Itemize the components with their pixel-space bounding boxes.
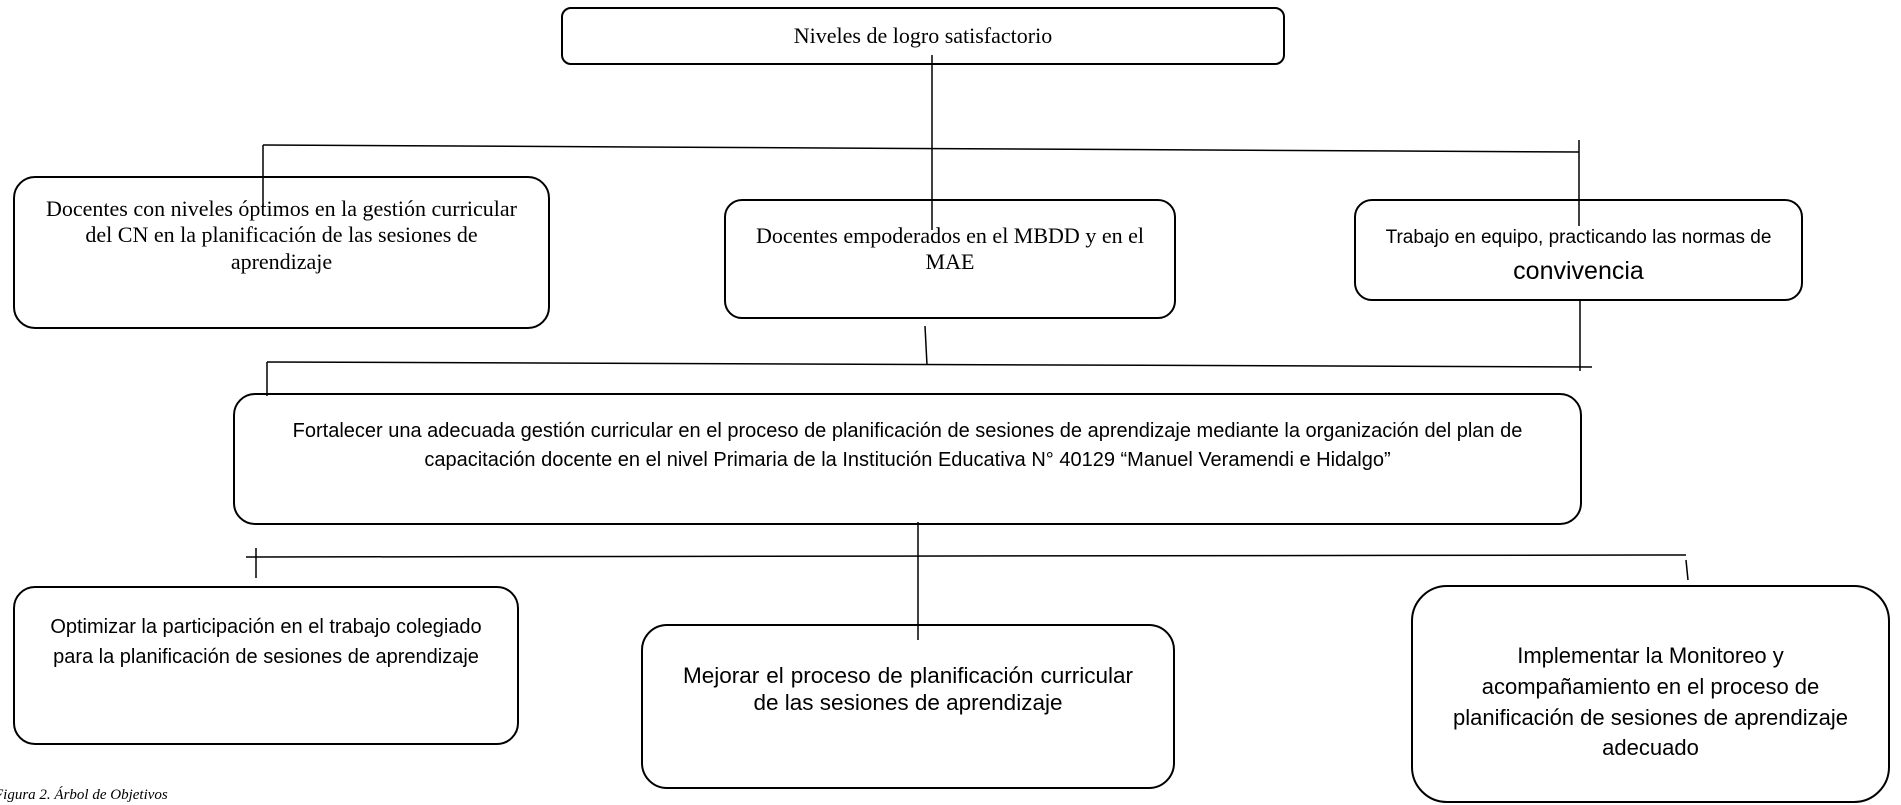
node-effect-right: Trabajo en equipo, practicando las norma… <box>1354 199 1803 301</box>
connector-lower-bar <box>245 554 1687 558</box>
node-effect-middle: Docentes empoderados en el MBDD y en el … <box>724 199 1176 319</box>
node-central-objective-text: Fortalecer una adecuada gestión curricul… <box>292 420 1523 471</box>
node-central-objective: Fortalecer una adecuada gestión curricul… <box>233 393 1582 525</box>
connector-upper-bar <box>262 144 1580 153</box>
node-means-middle-text: Mejorar el proceso de planificación curr… <box>683 663 1133 715</box>
node-means-right: Implementar la Monitoreo y acompañamient… <box>1411 585 1890 803</box>
node-effect-right-text-part1: Trabajo en equipo, practicando las norma… <box>1385 227 1772 248</box>
node-effect-middle-text: Docentes empoderados en el MBDD y en el … <box>756 223 1144 275</box>
node-effect-right-text-part2: convivencia <box>1513 257 1644 286</box>
node-means-left-text: Optimizar la participación en el trabajo… <box>50 616 482 668</box>
node-top-goal-text: Niveles de logro satisfactorio <box>793 23 1053 48</box>
connector-lower-right-drop <box>1685 559 1689 581</box>
node-means-right-text: Implementar la Monitoreo y acompañamient… <box>1452 643 1849 761</box>
node-means-left: Optimizar la participación en el trabajo… <box>13 586 519 745</box>
node-effect-right-text: Trabajo en equipo, practicando las norma… <box>1376 223 1781 291</box>
node-effect-left-text: Docentes con niveles óptimos en la gesti… <box>45 196 518 274</box>
node-means-middle: Mejorar el proceso de planificación curr… <box>641 624 1175 789</box>
node-effect-left: Docentes con niveles óptimos en la gesti… <box>13 176 550 329</box>
connector-middle-bar <box>266 361 1593 368</box>
connector-mid-riser <box>924 325 928 366</box>
node-top-goal: Niveles de logro satisfactorio <box>561 7 1285 65</box>
figure-caption: Figura 2. Árbol de Objetivos <box>0 787 168 803</box>
